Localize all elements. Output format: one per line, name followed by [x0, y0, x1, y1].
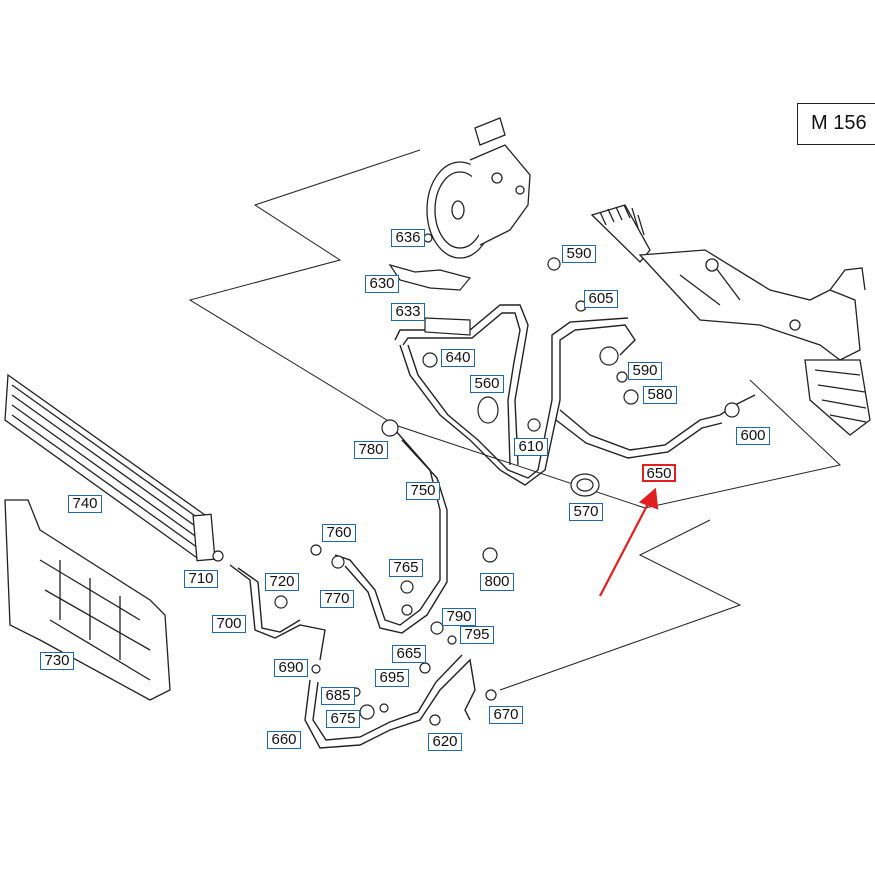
part-label-650[interactable]: 650 — [642, 464, 676, 482]
part-label-750[interactable]: 750 — [406, 482, 440, 500]
power-steering-pump — [426, 117, 531, 259]
part-label-660[interactable]: 660 — [267, 731, 301, 749]
part-label-720[interactable]: 720 — [265, 573, 299, 591]
part-label-710[interactable]: 710 — [184, 570, 218, 588]
highlight-arrow — [599, 487, 659, 597]
part-label-765[interactable]: 765 — [389, 559, 423, 577]
part-label-800[interactable]: 800 — [480, 573, 514, 591]
part-label-790[interactable]: 790 — [442, 608, 476, 626]
boundary-line-lower — [499, 519, 742, 691]
hose-lines — [229, 304, 756, 749]
part-label-590-lower[interactable]: 590 — [628, 362, 662, 380]
carrier-frame — [4, 499, 171, 701]
part-label-730[interactable]: 730 — [40, 652, 74, 670]
part-label-760[interactable]: 760 — [322, 524, 356, 542]
part-label-600[interactable]: 600 — [736, 427, 770, 445]
model-code: M 156 — [811, 112, 867, 134]
part-label-640[interactable]: 640 — [441, 349, 475, 367]
part-label-695[interactable]: 695 — [375, 669, 409, 687]
part-label-770[interactable]: 770 — [320, 590, 354, 608]
part-label-610[interactable]: 610 — [514, 438, 548, 456]
part-label-685[interactable]: 685 — [321, 687, 355, 705]
part-label-580[interactable]: 580 — [643, 386, 677, 404]
part-label-740[interactable]: 740 — [68, 495, 102, 513]
part-label-690[interactable]: 690 — [274, 659, 308, 677]
steering-rack — [590, 204, 871, 436]
part-label-570[interactable]: 570 — [569, 503, 603, 521]
part-label-590-upper[interactable]: 590 — [562, 245, 596, 263]
part-label-636[interactable]: 636 — [391, 229, 425, 247]
part-label-700[interactable]: 700 — [212, 615, 246, 633]
model-code-box: M 156 — [797, 103, 875, 145]
part-label-780[interactable]: 780 — [354, 441, 388, 459]
part-label-795[interactable]: 795 — [460, 626, 494, 644]
part-label-630[interactable]: 630 — [365, 275, 399, 293]
oil-cooler-radiator — [4, 373, 216, 562]
part-label-605[interactable]: 605 — [584, 290, 618, 308]
part-label-670[interactable]: 670 — [489, 706, 523, 724]
part-label-560[interactable]: 560 — [470, 375, 504, 393]
part-label-665[interactable]: 665 — [392, 645, 426, 663]
part-label-675[interactable]: 675 — [326, 710, 360, 728]
part-label-633[interactable]: 633 — [391, 303, 425, 321]
boundary-line-upper — [188, 149, 842, 509]
part-label-620[interactable]: 620 — [428, 733, 462, 751]
